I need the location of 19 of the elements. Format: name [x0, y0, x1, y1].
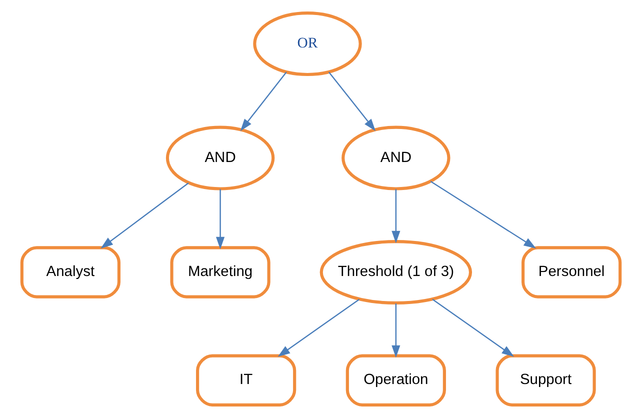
- node-box: Operation: [345, 354, 446, 406]
- arrow: [215, 189, 224, 250]
- arrow: [391, 189, 400, 244]
- node-ellipse: AND: [165, 126, 274, 190]
- arrow: [277, 298, 360, 357]
- node-ellipse: OR: [252, 12, 362, 76]
- arrow: [430, 180, 536, 248]
- node-box: Analyst: [20, 246, 120, 298]
- node-box: Personnel: [521, 246, 622, 298]
- node-ellipse: Threshold (1 of 3): [319, 240, 472, 304]
- arrow: [432, 298, 514, 357]
- node-box: Support: [495, 354, 596, 406]
- node-ellipse: AND: [341, 126, 450, 190]
- arrow: [100, 182, 188, 248]
- arrow: [391, 303, 400, 358]
- node-box: Marketing: [170, 246, 270, 298]
- node-box: IT: [196, 354, 296, 406]
- arrow: [240, 72, 286, 132]
- arrow: [328, 72, 376, 132]
